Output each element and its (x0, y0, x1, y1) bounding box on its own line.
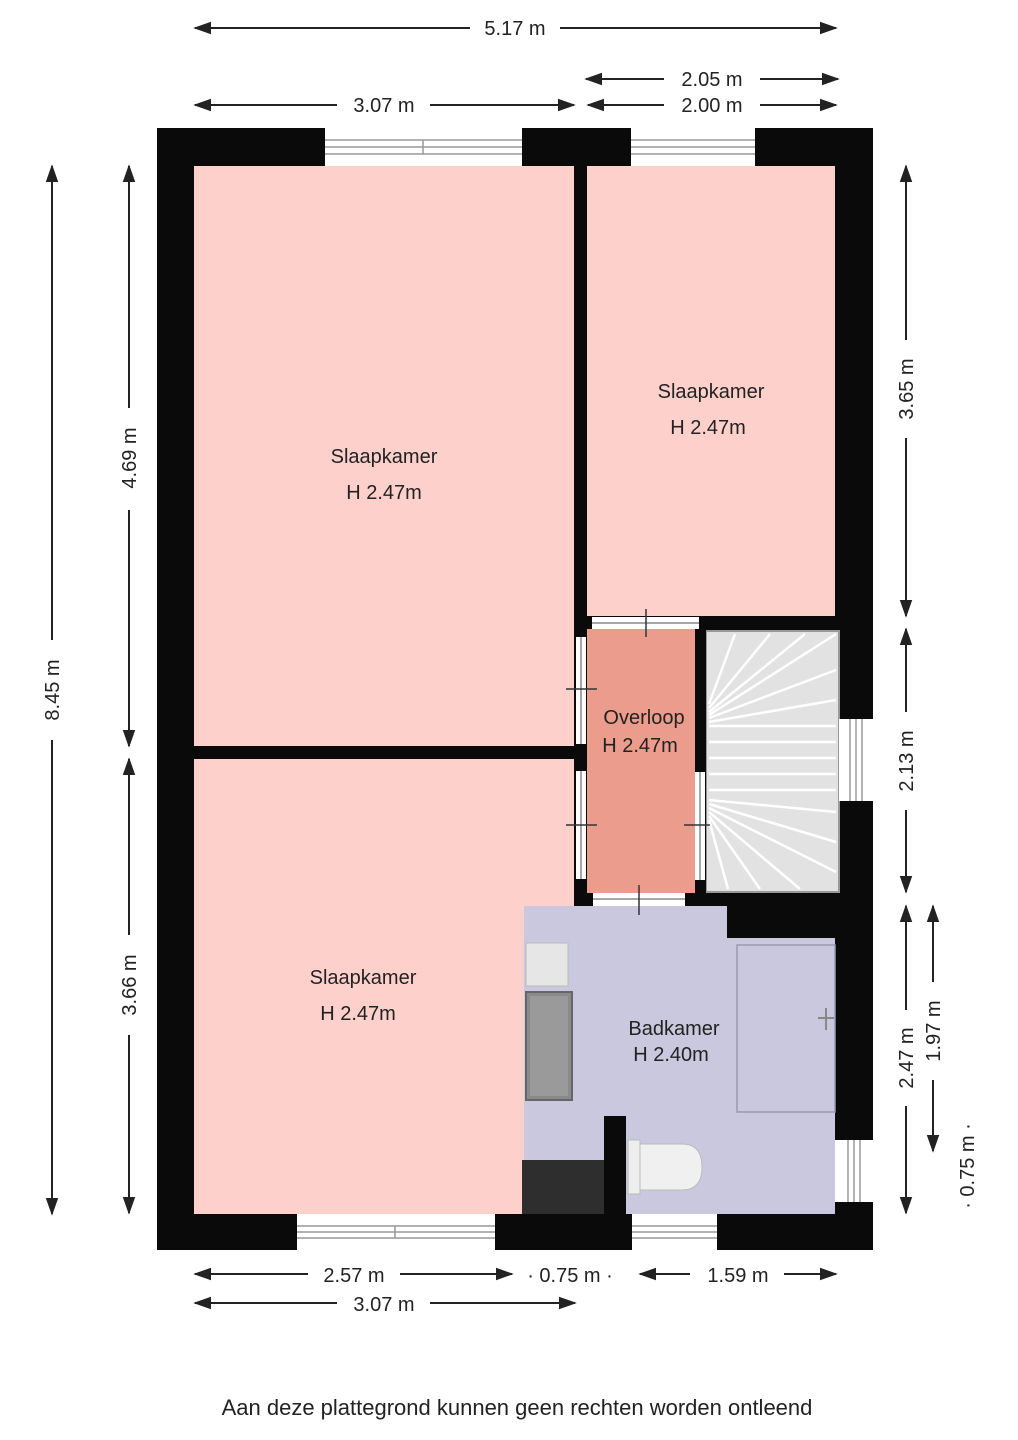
dimension-label: · 0.75 m · (527, 1265, 613, 1287)
dimension-right-lower: 2.47 m (896, 904, 918, 1215)
room-bedroom-top-right (587, 166, 835, 616)
room-height-landing: H 2.47m (602, 735, 678, 757)
dimension-top-right-inner: 2.00 m (586, 95, 838, 117)
dimension-label: 3.07 m (353, 1294, 414, 1316)
dimension-label: 3.66 m (119, 954, 141, 1015)
door-bathroom (593, 885, 685, 915)
wall-partition-h1 (194, 746, 574, 759)
dimension-label: 2.00 m (681, 95, 742, 117)
dimension-right-lower-inner: 1.97 m (923, 904, 945, 1153)
room-height-bedroom-top-left: H 2.47m (346, 482, 422, 504)
dimension-bottom-left: 2.57 m (193, 1265, 514, 1287)
dimension-left-upper: 4.69 m (119, 164, 141, 748)
door-landing-left-lower (566, 771, 597, 879)
door-landing-left-upper (566, 637, 597, 744)
dimension-top-left: 3.07 m (193, 95, 576, 117)
shower-tap-icon (818, 1008, 834, 1030)
dimension-left-total: 8.45 m (42, 164, 64, 1216)
dimension-label: 2.13 m (896, 730, 918, 791)
room-height-bathroom: H 2.40m (633, 1044, 709, 1066)
staircase (705, 630, 840, 893)
room-label-bedroom-bottom-left: Slaapkamer (310, 967, 417, 989)
dimension-right-middle: 2.13 m (896, 627, 918, 894)
room-height-bedroom-top-right: H 2.47m (670, 417, 746, 439)
room-bedroom-top-left (194, 166, 574, 746)
dimension-label: 5.17 m (484, 18, 545, 40)
dimension-bottom-middle: · 0.75 m · (527, 1265, 613, 1287)
disclaimer-text: Aan deze plattegrond kunnen geen rechten… (222, 1395, 813, 1420)
window-bottom-left (297, 1214, 495, 1250)
dimension-top-right-outer: 2.05 m (584, 69, 840, 91)
room-label-landing: Overloop (603, 707, 684, 729)
dimension-label: 1.59 m (707, 1265, 768, 1287)
dimension-label: 4.69 m (119, 427, 141, 488)
dimension-label: 8.45 m (42, 659, 64, 720)
bathroom-pillar (604, 1116, 626, 1164)
dimension-label: 3.07 m (353, 95, 414, 117)
washbasin (525, 942, 569, 987)
toilet (627, 1139, 703, 1195)
dimension-label: 1.97 m (923, 1000, 945, 1061)
dimension-label: 3.65 m (896, 358, 918, 419)
room-label-bedroom-top-left: Slaapkamer (331, 446, 438, 468)
dimension-bottom-right: 1.59 m (638, 1265, 838, 1287)
window-top-right (631, 128, 755, 166)
window-bottom-right (632, 1214, 717, 1250)
room-bedroom-bottom-left-ext (194, 759, 512, 1214)
door-landing-right (684, 772, 710, 880)
dimension-label: · 0.75 m · (957, 1123, 979, 1209)
dimension-label: 2.57 m (323, 1265, 384, 1287)
room-height-bedroom-bottom-left: H 2.47m (320, 1003, 396, 1025)
dimension-right-upper: 3.65 m (896, 164, 918, 618)
room-label-bathroom: Badkamer (628, 1018, 719, 1040)
room-label-bedroom-top-right: Slaapkamer (658, 381, 765, 403)
window-right-stairs (839, 719, 873, 801)
dimension-right-bottom: · 0.75 m · (957, 1123, 979, 1209)
room-landing (587, 629, 695, 893)
shower-area (736, 944, 836, 1113)
utility-unit (522, 1160, 604, 1214)
window-top-left (325, 128, 522, 166)
dimension-label: 2.47 m (896, 1027, 918, 1088)
bathtub-inner (530, 996, 568, 1096)
door-landing-top (592, 609, 699, 637)
dimension-top-total: 5.17 m (193, 18, 838, 40)
dimension-label: 2.05 m (681, 69, 742, 91)
dimension-bottom-total-left: 3.07 m (193, 1294, 577, 1316)
room-bathroom (524, 906, 835, 1214)
wall-landing-right (695, 629, 706, 893)
window-right-bathroom (835, 1140, 873, 1202)
dimension-left-lower: 3.66 m (119, 757, 141, 1215)
